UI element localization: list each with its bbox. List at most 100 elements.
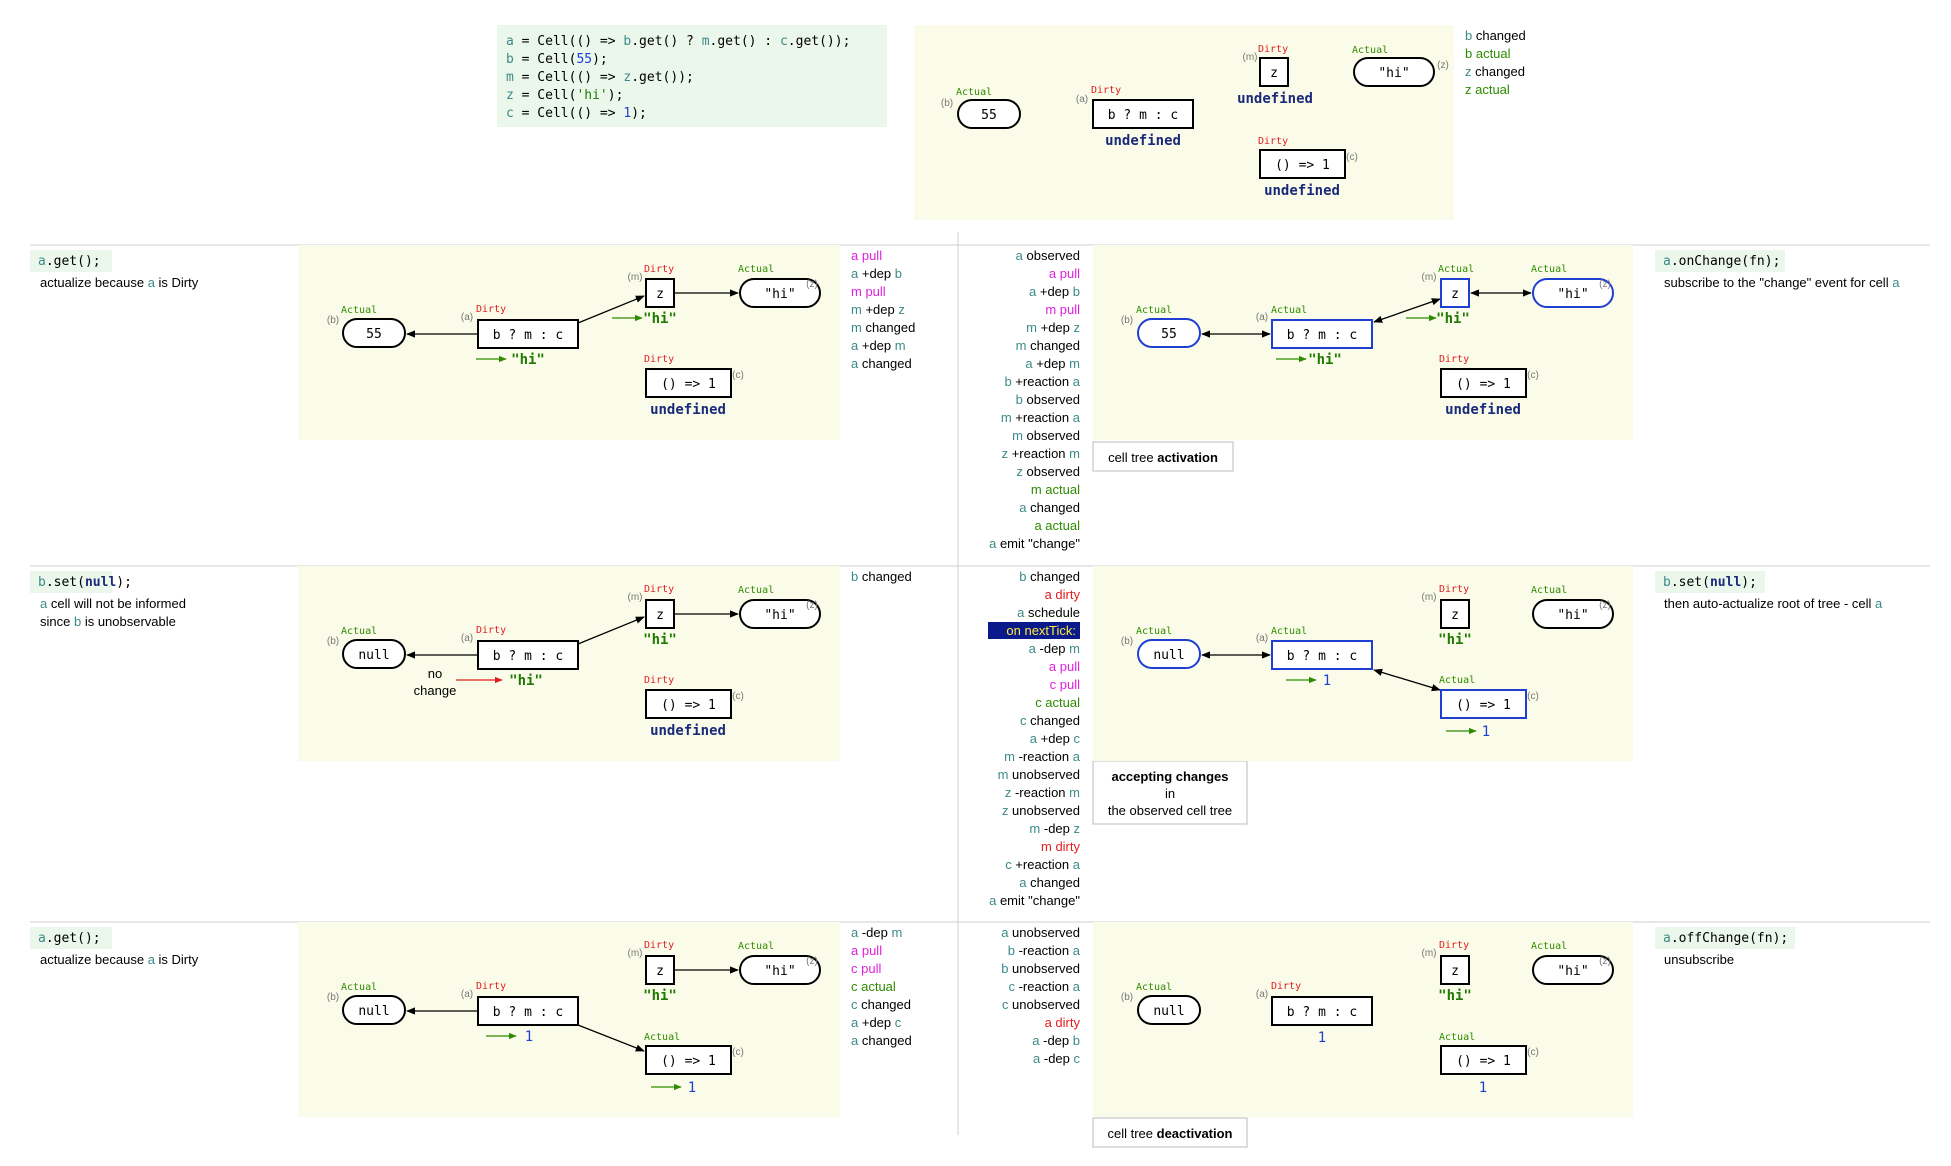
text-segment: changed xyxy=(1027,338,1081,353)
c-tag: (c) xyxy=(732,691,744,702)
text-segment: = Cell(() => xyxy=(514,70,624,85)
right-row-log: m +dep z xyxy=(1026,320,1080,335)
text-segment: a xyxy=(1017,605,1025,620)
text-segment: -reaction xyxy=(1015,749,1073,764)
right-row-code: a.offChange(fn); xyxy=(1663,931,1788,946)
text-segment: emit "change" xyxy=(996,893,1080,908)
z-node-pill xyxy=(739,955,821,985)
c-node-label: () => 1 xyxy=(661,1054,716,1069)
text-segment: b xyxy=(1465,28,1472,43)
right-row-log: b +reaction a xyxy=(1004,374,1080,389)
text-segment: c xyxy=(1074,1051,1081,1066)
a-state: Dirty xyxy=(1091,85,1121,96)
caption-deactivation: cell tree deactivation xyxy=(1108,1126,1233,1141)
right-row-log: z -reaction m xyxy=(1005,785,1080,800)
m-value: "hi" xyxy=(643,988,677,1004)
text-segment: b xyxy=(1663,575,1671,590)
m-value: "hi" xyxy=(1438,988,1472,1004)
a-value: "hi" xyxy=(509,673,543,689)
text-segment: a xyxy=(989,893,997,908)
text-segment: a xyxy=(851,925,859,940)
caption-activation: cell tree activation xyxy=(1108,450,1218,465)
text-segment: a xyxy=(38,931,46,946)
c-node-box xyxy=(645,1045,732,1075)
right-row-log: b unobserved xyxy=(1001,961,1080,976)
row-log: a pull xyxy=(851,943,882,958)
text-segment: unobserved xyxy=(1008,961,1080,976)
right-row-log: m changed xyxy=(1016,338,1080,353)
text-segment: observed xyxy=(1023,392,1080,407)
a-value: 1 xyxy=(1323,673,1331,689)
text-segment: a xyxy=(1875,596,1883,611)
z-node-pill xyxy=(739,278,821,308)
text-segment: a xyxy=(989,536,997,551)
text-segment: ); xyxy=(592,52,608,67)
b-tag: (b) xyxy=(1121,315,1133,326)
b-node-pill xyxy=(342,995,406,1025)
a-value: 1 xyxy=(525,1029,533,1045)
c-tag: (c) xyxy=(1346,152,1358,163)
c-tag: (c) xyxy=(732,1047,744,1058)
m-node-label: z xyxy=(656,964,664,979)
c-state: Actual xyxy=(1439,1032,1475,1043)
m-value: undefined xyxy=(1237,91,1313,107)
a-node-box xyxy=(477,996,579,1026)
text-segment: m xyxy=(851,320,862,335)
text-segment: m xyxy=(1069,356,1080,371)
text-segment: m xyxy=(1001,410,1012,425)
text-segment: a xyxy=(1073,410,1081,425)
m-state: Dirty xyxy=(644,264,674,275)
text-segment: a xyxy=(1073,374,1081,389)
m-tag: (m) xyxy=(1422,948,1437,959)
no-change-label: no xyxy=(428,666,442,681)
text-segment: .get() ? xyxy=(631,34,701,49)
text-segment: b actual xyxy=(1465,46,1511,61)
c-node-box xyxy=(645,368,732,398)
m-state: Dirty xyxy=(1439,940,1469,951)
text-segment: a xyxy=(148,275,156,290)
text-segment: z xyxy=(1074,320,1081,335)
text-segment: changed xyxy=(858,997,912,1012)
text-segment: = Cell(() => xyxy=(514,106,624,121)
right-row-log: m +reaction a xyxy=(1001,410,1081,425)
b-state: Actual xyxy=(341,305,377,316)
text-segment: since xyxy=(40,614,74,629)
z-node-label: "hi" xyxy=(764,964,795,979)
a-node-label: b ? m : c xyxy=(1108,108,1178,123)
text-segment: -reaction xyxy=(1015,979,1073,994)
b-node-pill xyxy=(342,639,406,669)
right-row-log: a emit "change" xyxy=(989,893,1080,908)
top-log: b changed xyxy=(1465,28,1526,43)
text-segment: .get() : xyxy=(710,34,780,49)
text-segment: a xyxy=(148,952,156,967)
b-state: Actual xyxy=(1136,626,1172,637)
b-state: Actual xyxy=(341,626,377,637)
text-segment: = Cell( xyxy=(514,88,577,103)
text-segment: = Cell( xyxy=(514,52,577,67)
a-tag: (a) xyxy=(461,312,473,323)
text-segment: cell tree xyxy=(1108,450,1157,465)
right-row-log: c -reaction a xyxy=(1008,979,1080,994)
text-segment: = Cell(() => xyxy=(514,34,624,49)
b-tag: (b) xyxy=(1121,636,1133,647)
c-value: 1 xyxy=(688,1080,696,1096)
right-row-log: b changed xyxy=(1019,569,1080,584)
text-segment: +reaction xyxy=(1008,446,1069,461)
right-row-log: a schedule xyxy=(1017,605,1080,620)
text-segment: in xyxy=(1165,786,1175,801)
a-node-box xyxy=(1092,99,1194,129)
text-segment: c xyxy=(851,997,858,1012)
c-state: Dirty xyxy=(1258,136,1288,147)
right-row-log: z observed xyxy=(1016,464,1080,479)
a-node-box xyxy=(1271,996,1373,1026)
z-state: Actual xyxy=(1352,45,1388,56)
text-segment: .offChange(fn); xyxy=(1671,931,1788,946)
row-log: b changed xyxy=(851,569,912,584)
text-segment: c xyxy=(1008,979,1015,994)
text-segment: +reaction xyxy=(1012,857,1073,872)
z-tag: (z) xyxy=(1599,956,1611,967)
right-row-log: a +dep c xyxy=(1030,731,1081,746)
m-state: Dirty xyxy=(1439,584,1469,595)
b-node-pill xyxy=(1137,639,1201,669)
a-to-m-arrow xyxy=(577,616,645,645)
